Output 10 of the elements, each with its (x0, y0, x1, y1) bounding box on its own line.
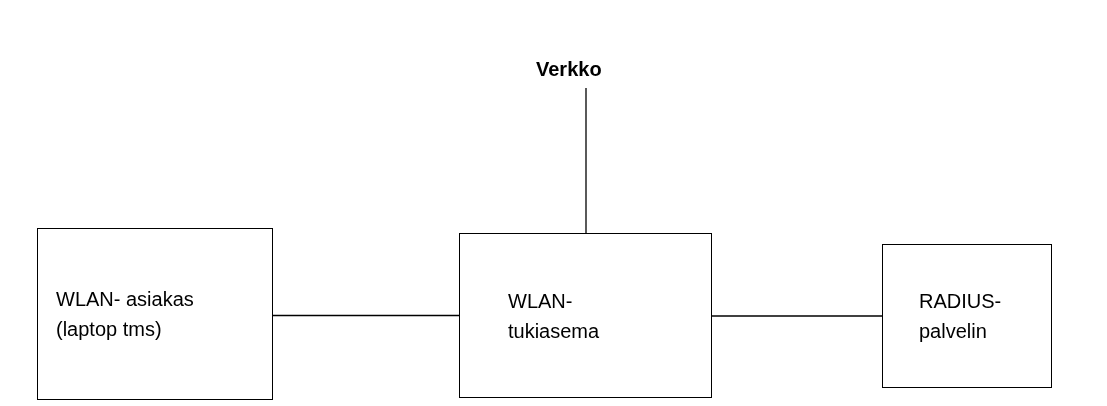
device-label: WLAN- tukiasema (508, 288, 601, 344)
connector-line (711, 315, 883, 317)
device-box (882, 244, 1052, 388)
device-label: RADIUS- palvelin (919, 289, 1003, 344)
connector-line (585, 87, 587, 234)
device-box (37, 228, 273, 400)
connector-line (272, 314, 460, 317)
device-box (459, 233, 712, 398)
device-label: WLAN- asiakas (laptop tms) (56, 287, 195, 342)
network-label: Verkko (536, 57, 603, 82)
